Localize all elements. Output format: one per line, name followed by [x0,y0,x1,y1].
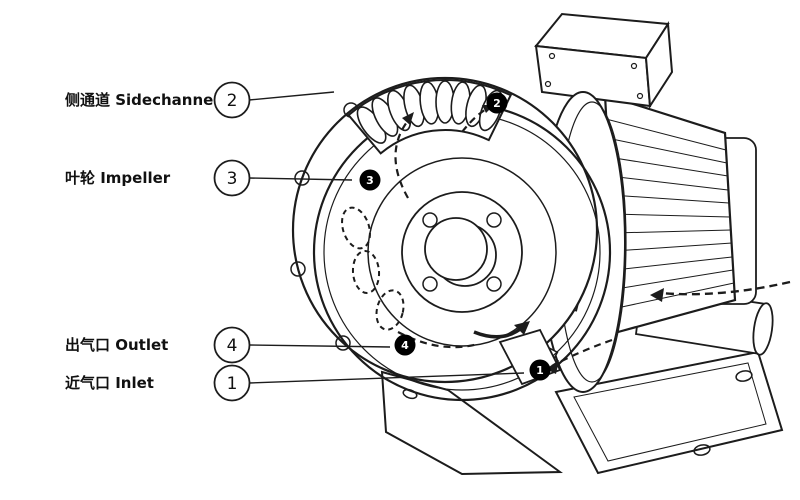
callout-circle-inlet [213,364,251,402]
flow-arrowhead [402,112,414,125]
flow-path [394,117,411,199]
marker-inlet: 1 [529,359,551,381]
hub-bolt [486,276,502,292]
marker-outlet: 4 [394,334,416,356]
base-plate [380,350,784,476]
label-impeller: 叶轮 Impeller [65,169,171,187]
terminal-box [534,12,674,110]
flow-path-inlet [659,280,791,296]
marker-number: 2 [493,97,501,110]
flow-arrowhead [650,288,664,302]
base-bolt-hole [735,370,753,382]
label-outlet: 出气口 Outlet [65,336,168,354]
rotation-arrowhead [514,321,530,335]
motor [534,12,757,334]
flow-path [397,331,479,349]
leader-lines [248,91,525,384]
silencer-end [752,302,774,356]
housing-ear [335,335,351,351]
callout-circle-sidechannel [213,81,251,119]
hub-bolt [422,212,438,228]
callout-number-outlet: 4 [227,336,238,356]
leader-line-impeller [248,177,353,181]
marker-sidechannel: 2 [486,92,508,114]
leader-line-sidechannel [248,91,335,101]
callout-impeller: 叶轮 Impeller 3 [65,159,251,197]
marker-dot [486,92,508,114]
hub-bolt [486,212,502,228]
housing-ear [294,170,310,186]
leader-line-outlet [248,344,391,348]
terminal-box-screw [630,62,638,70]
terminal-box-screw [636,92,644,100]
callout-number-sidechannel: 2 [227,91,238,111]
marker-dot [394,334,416,356]
terminal-box-side [644,20,674,110]
flow-loop [351,250,381,294]
housing-ear [290,261,306,277]
label-inlet: 近气口 Inlet [65,374,154,392]
marker-number: 1 [536,364,544,377]
part-markers: 2 3 4 1 [359,92,551,381]
callout-number-inlet: 1 [227,374,238,394]
flow-path [551,338,613,367]
motor-fins [605,118,735,309]
base-plate-right-inner [573,362,767,462]
marker-impeller: 3 [359,169,381,191]
callout-circle-outlet [213,326,251,364]
callout-circle-impeller [213,159,251,197]
base-plate-right [554,350,784,475]
marker-number: 3 [366,174,374,187]
hub-bolt [422,276,438,292]
label-sidechannel: 侧通道 Sidechannel [65,91,218,109]
terminal-box-screw [548,52,556,60]
flow-loop [375,289,405,331]
callout-outlet: 出气口 Outlet 4 [65,326,251,364]
base-plate-left [380,370,563,476]
callout-number-impeller: 3 [227,169,238,189]
shaft-end [424,217,488,281]
callout-sidechannel: 侧通道 Sidechannel 2 [65,81,251,119]
marker-dot [359,169,381,191]
callout-inlet: 近气口 Inlet 1 [65,364,251,402]
terminal-box-screw [544,80,552,88]
hub [367,157,557,347]
leader-line-inlet [248,372,525,384]
flow-loop [341,206,371,250]
marker-dot [529,359,551,381]
base-bolt-hole [693,444,711,456]
marker-number: 4 [401,339,409,352]
